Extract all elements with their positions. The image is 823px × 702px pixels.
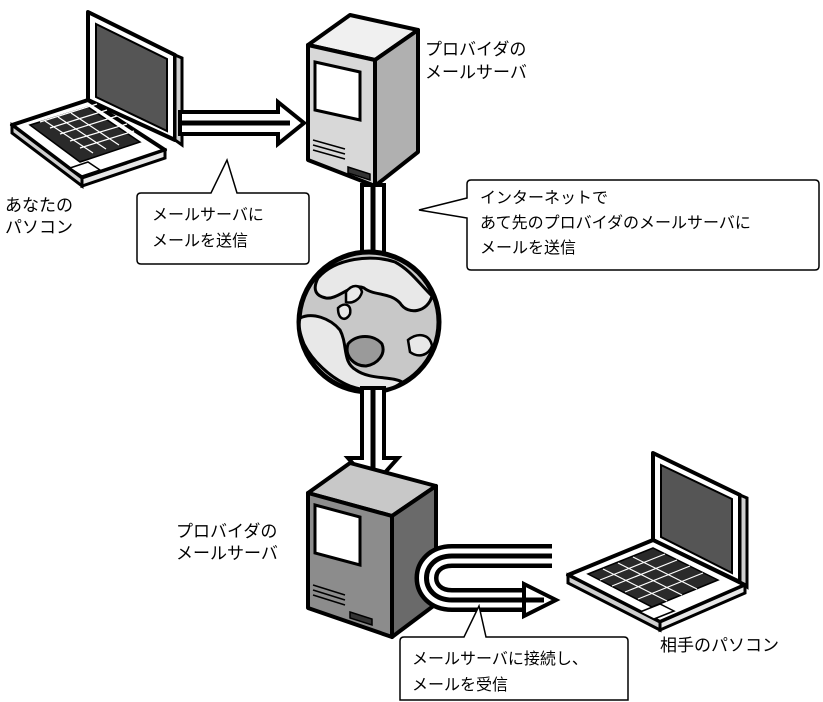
send-callout-line2: メールを送信 (152, 231, 248, 250)
receive-callout-line1: メールサーバに接続し、 (412, 649, 588, 668)
internet-callout-line2: あて先のプロバイダのメールサーバに (480, 213, 751, 232)
receive-callout: メールサーバに接続し、 メールを受信 (399, 603, 629, 701)
bottom-mail-server-icon (306, 461, 438, 639)
internet-callout-line3: メールを送信 (480, 238, 576, 257)
send-callout: メールサーバに メールを送信 (136, 157, 310, 265)
recipient-pc-laptop-icon (566, 451, 749, 633)
send-to-server-arrow (178, 97, 308, 149)
recipient-pc-label: 相手のパソコン (660, 636, 779, 656)
bottom-server-label-line2: メールサーバ (176, 544, 278, 564)
internet-callout-line1: インターネットで (480, 188, 608, 207)
receive-callout-line2: メールを受信 (412, 675, 508, 694)
send-callout-line1: メールサーバに (152, 205, 264, 224)
your-pc-label-line2: パソコン (5, 218, 73, 238)
internet-callout: インターネットで あて先のプロバイダのメールサーバに メールを送信 (418, 179, 820, 271)
your-pc-laptop-icon (10, 10, 184, 190)
your-pc-label-line1: あなたの (5, 196, 73, 216)
top-mail-server-icon (306, 13, 420, 188)
top-server-label-line1: プロバイダの (425, 40, 526, 60)
bottom-server-label-line1: プロバイダの (176, 522, 277, 542)
internet-globe-icon (296, 249, 442, 395)
receive-mail-loop-arrow (414, 544, 561, 620)
top-server-label-line2: メールサーバ (425, 63, 527, 83)
